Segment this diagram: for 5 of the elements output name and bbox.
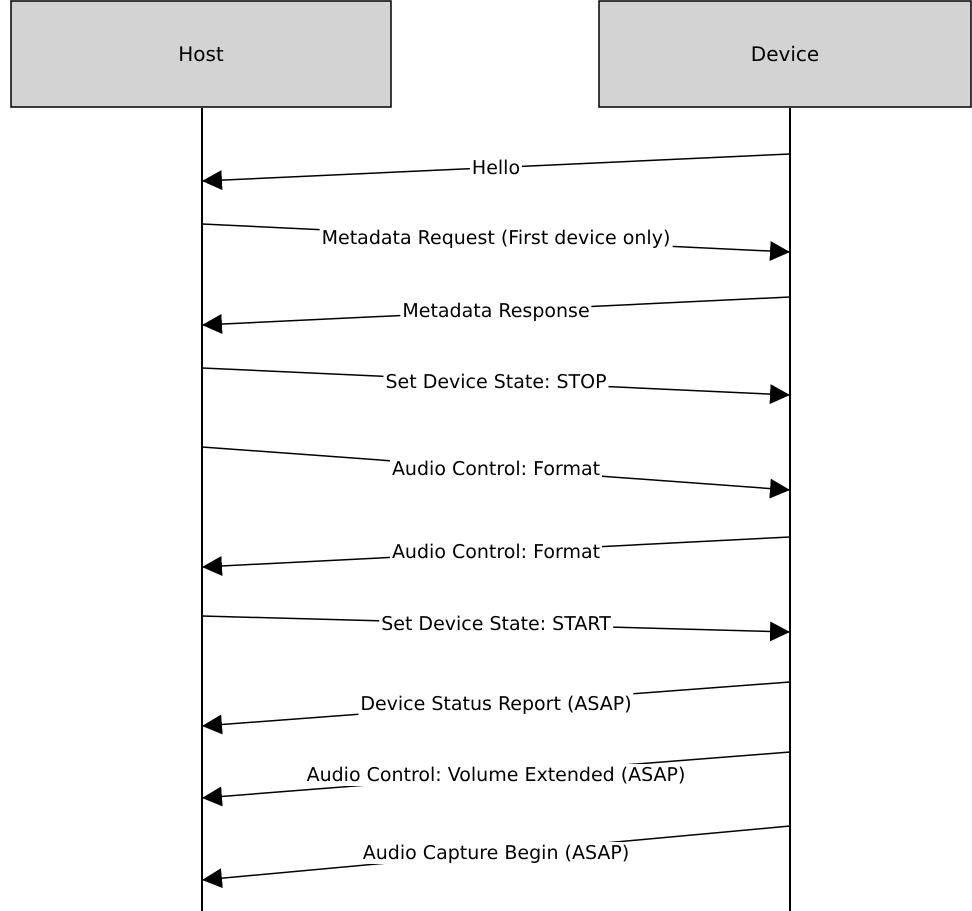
edge-label: Metadata Request (First device only) <box>320 227 672 249</box>
edge-label: Audio Control: Format <box>390 458 602 480</box>
message-arrow <box>202 153 790 190</box>
edge-label: Device Status Report (ASAP) <box>358 693 634 715</box>
edge-label: Metadata Response <box>400 300 592 322</box>
